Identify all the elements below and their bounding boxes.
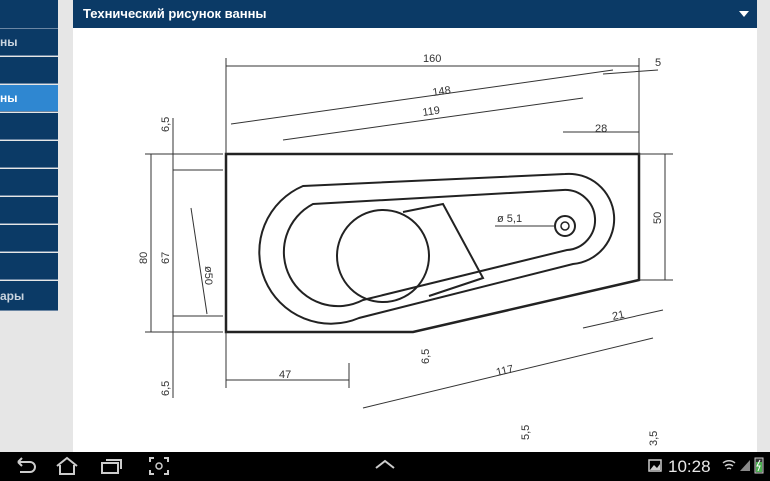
sidebar-item-8[interactable] <box>0 197 58 224</box>
home-icon[interactable] <box>55 456 79 476</box>
dim-drain-diameter: ø 5,1 <box>497 213 522 225</box>
dim-top-length: 148 <box>432 85 452 99</box>
sidebar-item-3[interactable] <box>0 57 58 84</box>
wifi-icon <box>722 459 736 470</box>
dim-bottom-partial-1: 5,5 <box>520 425 532 440</box>
sidebar-item-4[interactable]: ны <box>0 85 58 112</box>
dim-bottom-rim: 6,5 <box>420 349 432 364</box>
system-navigation-bar: 10:28 <box>0 452 770 481</box>
dim-right-offset: 28 <box>595 123 607 135</box>
sidebar-item-label: ары <box>0 289 25 303</box>
screenshot-icon[interactable] <box>148 456 170 476</box>
dim-left-total-height: 80 <box>138 252 150 264</box>
gallery-notification-icon <box>648 459 662 472</box>
battery-charging-icon <box>754 457 764 474</box>
back-icon[interactable] <box>14 456 36 476</box>
sidebar-item-label: ны <box>0 35 18 49</box>
panel-header[interactable]: Технический рисунок ванны <box>73 0 757 28</box>
sidebar-item-2[interactable]: ны <box>0 29 58 56</box>
sidebar-item-7[interactable] <box>0 169 58 196</box>
dim-right-height: 50 <box>652 212 664 224</box>
status-clock: 10:28 <box>668 457 711 476</box>
signal-icon <box>740 460 750 471</box>
recent-apps-icon[interactable] <box>100 456 124 476</box>
dim-left-inner-height: 67 <box>160 252 172 264</box>
dim-top-rim: 6,5 <box>160 117 172 132</box>
sidebar-item-1[interactable] <box>0 0 58 29</box>
dim-bottom-partial-2: 3,5 <box>648 431 660 446</box>
sidebar-item-label: ны <box>0 91 18 105</box>
dropdown-arrow-icon[interactable] <box>739 11 749 17</box>
bathtub-technical-drawing: 160 148 119 5 28 ø 5,1 50 21 117 47 6,5 … <box>138 53 673 446</box>
dim-inner-length: 119 <box>422 105 441 119</box>
panel-title: Технический рисунок ванны <box>83 6 267 21</box>
sidebar-item-6[interactable] <box>0 141 58 168</box>
dim-bowl-diameter: ø50 <box>202 266 214 285</box>
dim-right-bottom: 21 <box>611 309 625 323</box>
dim-bottom-left-rim: 6,5 <box>160 381 172 396</box>
sidebar-item-10[interactable] <box>0 253 58 280</box>
sidebar-item-11[interactable]: ары <box>0 281 58 311</box>
content-panel: Технический рисунок ванны <box>73 0 757 452</box>
sidebar-item-5[interactable] <box>0 113 58 140</box>
dim-bottom-right-length: 117 <box>495 363 515 379</box>
sidebar: ны ны ары <box>0 0 58 312</box>
dim-top-right-offset: 5 <box>655 57 661 69</box>
sidebar-item-9[interactable] <box>0 225 58 252</box>
dim-bottom-left-length: 47 <box>279 369 291 381</box>
expand-up-icon[interactable] <box>374 456 396 476</box>
dim-total-length: 160 <box>423 53 441 65</box>
